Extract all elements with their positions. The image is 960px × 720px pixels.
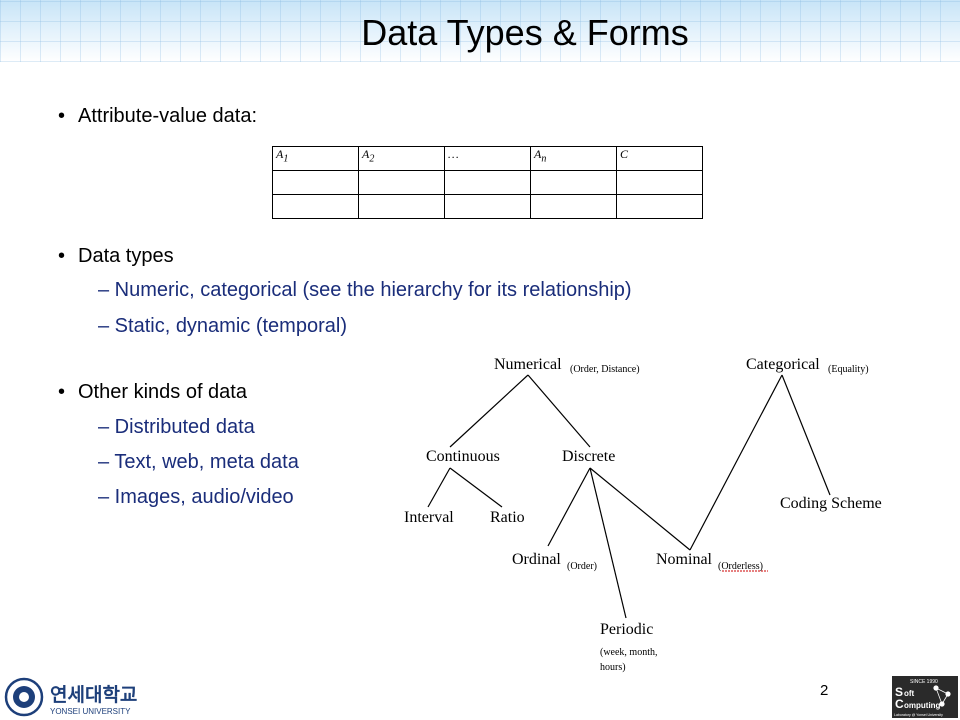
note-order-distance: (Order, Distance): [570, 364, 640, 375]
node-coding-scheme: Coding Scheme: [780, 495, 882, 512]
bullet-text: Other kinds of data: [78, 381, 247, 403]
table-header-cell: …: [444, 146, 531, 171]
lab-letter-s: S: [895, 685, 903, 699]
bullet-other-kinds: •Other kinds of data: [58, 381, 247, 403]
tree-edge: [547, 467, 591, 547]
title-band: [0, 0, 960, 62]
tree-edge: [689, 374, 783, 551]
tree-edge: [781, 374, 831, 496]
table-header-cell: A2: [358, 146, 445, 171]
page-number: 2: [820, 682, 829, 699]
subbullet-images: – Images, audio/video: [98, 486, 294, 508]
table-row: [272, 194, 703, 219]
bullet-text: Data types: [78, 245, 174, 267]
lab-name-line2: omputing: [904, 701, 941, 710]
university-korean-name: 연세대학교: [50, 684, 137, 706]
lab-name-line1: oft: [904, 689, 915, 698]
network-graph-icon: [933, 685, 951, 707]
table-header-cell: A1: [272, 146, 359, 171]
node-interval: Interval: [404, 509, 454, 526]
node-discrete: Discrete: [562, 448, 615, 465]
node-numerical: Numerical: [494, 356, 562, 373]
tree-edge: [527, 374, 591, 448]
node-categorical: Categorical: [746, 356, 820, 373]
node-ratio: Ratio: [490, 509, 525, 526]
lab-subtitle: Laboratory @ Yonsei University: [894, 713, 943, 717]
note-orderless: (Orderless): [718, 561, 763, 572]
lab-letter-c: C: [895, 697, 904, 711]
subbullet-numeric: – Numeric, categorical (see the hierarch…: [98, 279, 632, 301]
note-equality: (Equality): [828, 364, 869, 375]
data-type-hierarchy: Numerical (Order, Distance) Categorical …: [404, 356, 882, 673]
yonsei-seal-icon: [4, 677, 44, 717]
table-header-cell: C: [616, 146, 703, 171]
tree-edge: [449, 467, 503, 508]
table-row: [272, 170, 703, 195]
subbullet-static: – Static, dynamic (temporal): [98, 315, 347, 337]
subbullet-distributed: – Distributed data: [98, 416, 255, 438]
university-english-name: YONSEI UNIVERSITY: [50, 707, 131, 716]
slide-title: Data Types & Forms: [361, 12, 689, 53]
tree-edge: [589, 467, 691, 551]
node-nominal: Nominal: [656, 551, 713, 568]
bullet-attribute-value: •Attribute-value data:: [58, 105, 257, 127]
yonsei-university-logo: 연세대학교 YONSEI UNIVERSITY: [4, 677, 137, 717]
attribute-table: A1 A2 … An C: [272, 146, 703, 219]
node-continuous: Continuous: [426, 448, 500, 465]
subbullet-text-web: – Text, web, meta data: [98, 451, 299, 473]
note-periodic-line1: (week, month,: [600, 647, 658, 658]
table-header-cell: An: [530, 146, 617, 171]
node-periodic: Periodic: [600, 621, 653, 638]
tree-edge: [589, 467, 627, 619]
bullet-data-types: •Data types: [58, 245, 174, 267]
lab-since-text: SINCE 1990: [910, 679, 938, 685]
node-ordinal: Ordinal: [512, 551, 561, 568]
note-periodic-line2: hours): [600, 662, 626, 673]
soft-computing-lab-logo: SINCE 1990 S oft C omputing Laboratory @…: [892, 676, 958, 718]
tree-edge: [449, 374, 529, 448]
bullet-text: Attribute-value data:: [78, 105, 257, 127]
note-order: (Order): [567, 561, 597, 572]
table-header-row: A1 A2 … An C: [272, 146, 703, 171]
tree-edge: [427, 467, 451, 508]
